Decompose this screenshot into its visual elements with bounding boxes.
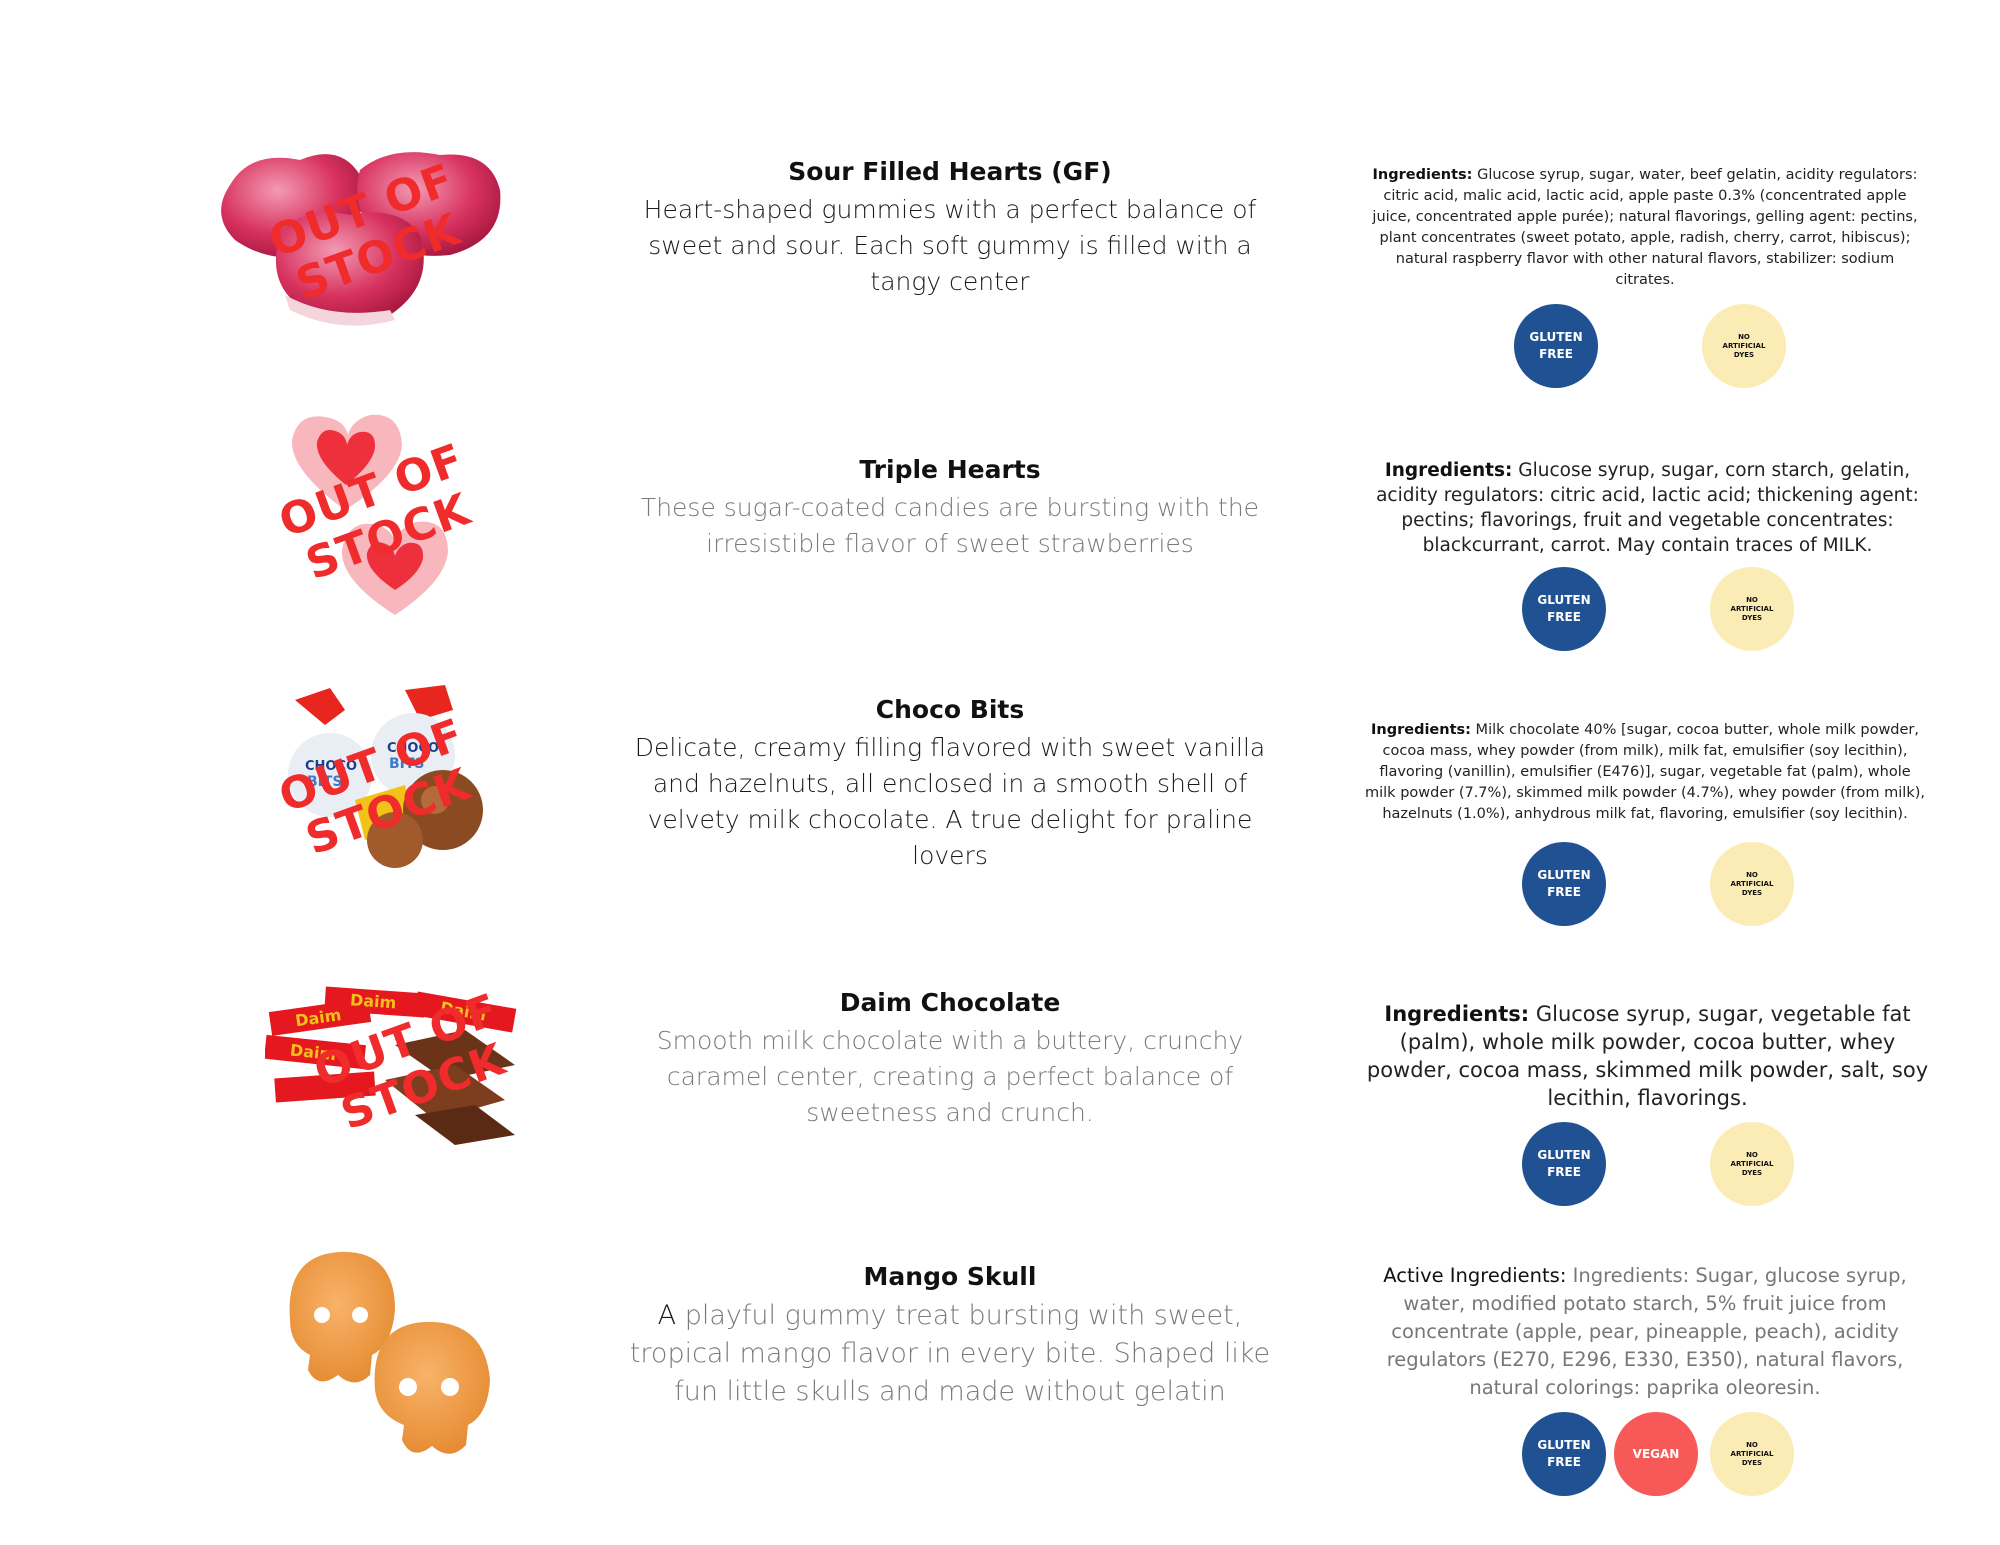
product-description-block: Sour Filled Hearts (GF) Heart-shaped gum…: [620, 157, 1280, 300]
svg-text:BITS: BITS: [389, 756, 425, 772]
vegan-badge: VEGAN: [1614, 1412, 1698, 1496]
product-description: Smooth milk chocolate with a buttery, cr…: [656, 1026, 1244, 1127]
ingredients-label: Ingredients:: [1384, 1002, 1530, 1026]
ingredients-text: Glucose syrup, sugar, corn starch, gelat…: [1376, 460, 1919, 556]
product-description: These sugar-coated candies are bursting …: [640, 493, 1260, 558]
ingredients-label: Ingredients:: [1384, 460, 1513, 481]
ingredients-text: Glucose syrup, sugar, water, beef gelati…: [1372, 167, 1918, 288]
ingredients-block: Ingredients: Milk chocolate 40% [sugar, …: [1365, 720, 1925, 825]
sour-filled-hearts-image: OUT OF STOCK: [210, 145, 510, 330]
ingredients-block: Ingredients: Glucose syrup, sugar, veget…: [1365, 1000, 1930, 1112]
svg-text:Daim: Daim: [289, 1040, 337, 1064]
svg-text:BITS: BITS: [307, 774, 343, 790]
ingredients-block: Active Ingredients: Ingredients: Sugar, …: [1365, 1262, 1925, 1402]
product-title: Triple Hearts: [859, 455, 1041, 484]
description-text: playful gummy treat bursting with sweet,…: [629, 1300, 1271, 1407]
product-title: Mango Skull: [863, 1262, 1037, 1291]
product-title: Daim Chocolate: [839, 988, 1061, 1017]
ingredients-text: Ingredients: Sugar, glucose syrup, water…: [1386, 1264, 1907, 1399]
svg-text:CHOCO: CHOCO: [387, 741, 439, 756]
description-lead: A: [657, 1300, 677, 1331]
product-description: Delicate, creamy filling flavored with s…: [634, 733, 1266, 870]
triple-hearts-image: OUT OF STOCK: [273, 410, 490, 620]
choco-bits-image: CHOCO BITS CHOCO BITS OUT OF STOCK: [273, 680, 495, 890]
product-description-block: Triple Hearts These sugar-coated candies…: [620, 455, 1280, 562]
ingredients-text: Milk chocolate 40% [sugar, cocoa butter,…: [1365, 722, 1925, 822]
mango-skull-image: [280, 1250, 510, 1470]
svg-text:CHOCO: CHOCO: [305, 759, 357, 774]
product-description: A playful gummy treat bursting with swee…: [620, 1297, 1280, 1411]
daim-chocolate-image: Daim Daim Daim Daim OUT OF STOCK: [265, 984, 525, 1145]
product-description-block: Daim Chocolate Smooth milk chocolate wit…: [620, 988, 1280, 1131]
product-title: Choco Bits: [875, 695, 1025, 724]
ingredients-text: Glucose syrup, sugar, vegetable fat (pal…: [1366, 1002, 1929, 1110]
product-description: Heart-shaped gummies with a perfect bala…: [643, 195, 1257, 296]
ingredients-label: Active Ingredients:: [1383, 1264, 1567, 1287]
product-description-block: Choco Bits Delicate, creamy filling flav…: [620, 695, 1280, 874]
ingredients-block: Ingredients: Glucose syrup, sugar, water…: [1365, 165, 1925, 291]
product-description-block: Mango Skull A playful gummy treat bursti…: [620, 1262, 1280, 1411]
ingredients-block: Ingredients: Glucose syrup, sugar, corn …: [1365, 458, 1930, 558]
ingredients-label: Ingredients:: [1371, 722, 1471, 738]
svg-text:Daim: Daim: [349, 990, 396, 1012]
product-title: Sour Filled Hearts (GF): [788, 157, 1112, 186]
ingredients-label: Ingredients:: [1372, 167, 1473, 183]
